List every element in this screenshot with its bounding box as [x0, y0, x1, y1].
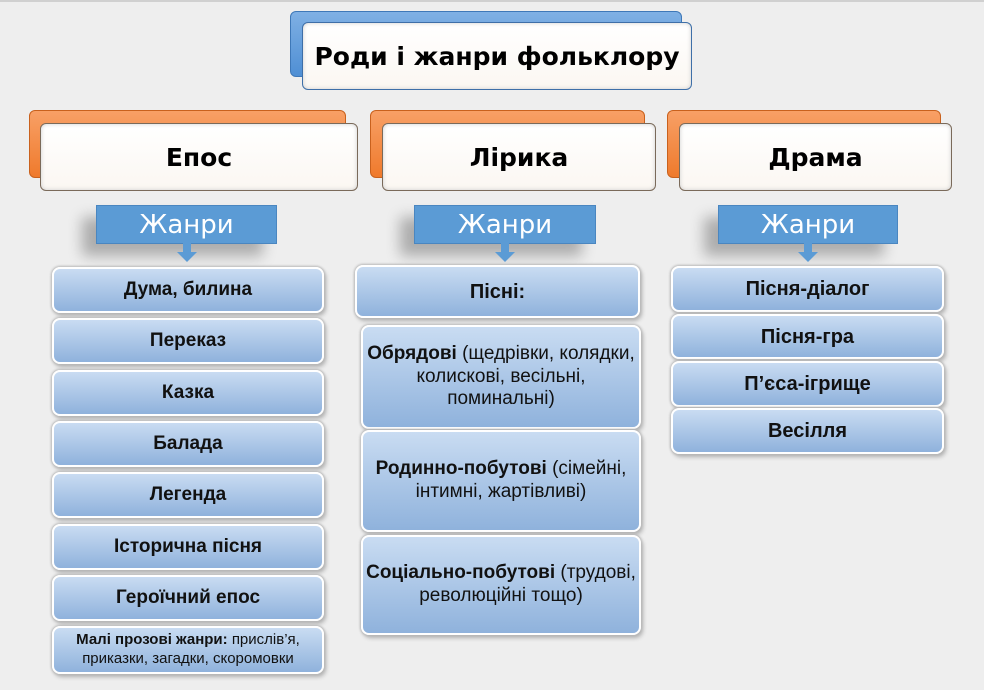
- list-item: П’єса-ігрище: [671, 361, 944, 407]
- list-item: Казка: [52, 370, 324, 416]
- down-arrow-icon: [495, 243, 515, 262]
- diagram-title: Роди і жанри фольклору: [302, 22, 692, 90]
- category-drama: Драма: [679, 123, 952, 191]
- category-epos: Епос: [40, 123, 358, 191]
- item-rest: прислів’я, приказки, загадки, скоромовки: [82, 631, 300, 667]
- item-bold: Обрядові: [367, 342, 457, 364]
- item-rest: (трудові, революційні тощо): [419, 562, 636, 606]
- list-item: Історична пісня: [52, 524, 324, 570]
- list-item: Дума, билина: [52, 267, 324, 313]
- list-item: Соціально-побутові (трудові, революційні…: [361, 535, 641, 635]
- item-bold: Малі прозові жанри:: [76, 631, 228, 649]
- genres-label-lirika: Жанри: [414, 205, 596, 244]
- list-item: Пісня-діалог: [671, 266, 944, 312]
- down-arrow-icon: [177, 243, 197, 262]
- list-item: Пісня-гра: [671, 314, 944, 359]
- genres-label-epos: Жанри: [96, 205, 277, 244]
- list-item-small-prose: Малі прозові жанри: прислів’я, приказки,…: [52, 626, 324, 674]
- list-item: Балада: [52, 421, 324, 467]
- list-item-songs: Пісні:: [355, 265, 640, 318]
- item-bold: Соціально-побутові: [366, 562, 556, 584]
- item-rest: (сімейні, інтимні, жартівливі): [415, 458, 627, 502]
- category-lirika: Лірика: [382, 123, 656, 191]
- item-bold: Родинно-побутові: [375, 458, 547, 480]
- item-rest: (щедрівки, колядки, колискові, весільні,…: [416, 342, 635, 410]
- down-arrow-icon: [798, 243, 818, 262]
- list-item: Легенда: [52, 472, 324, 518]
- list-item: Героїчний епос: [52, 575, 324, 621]
- list-item: Весілля: [671, 408, 944, 454]
- list-item: Обрядові (щедрівки, колядки, колискові, …: [361, 325, 641, 429]
- list-item: Переказ: [52, 318, 324, 364]
- genres-label-drama: Жанри: [718, 205, 898, 244]
- list-item: Родинно-побутові (сімейні, інтимні, жарт…: [361, 430, 641, 532]
